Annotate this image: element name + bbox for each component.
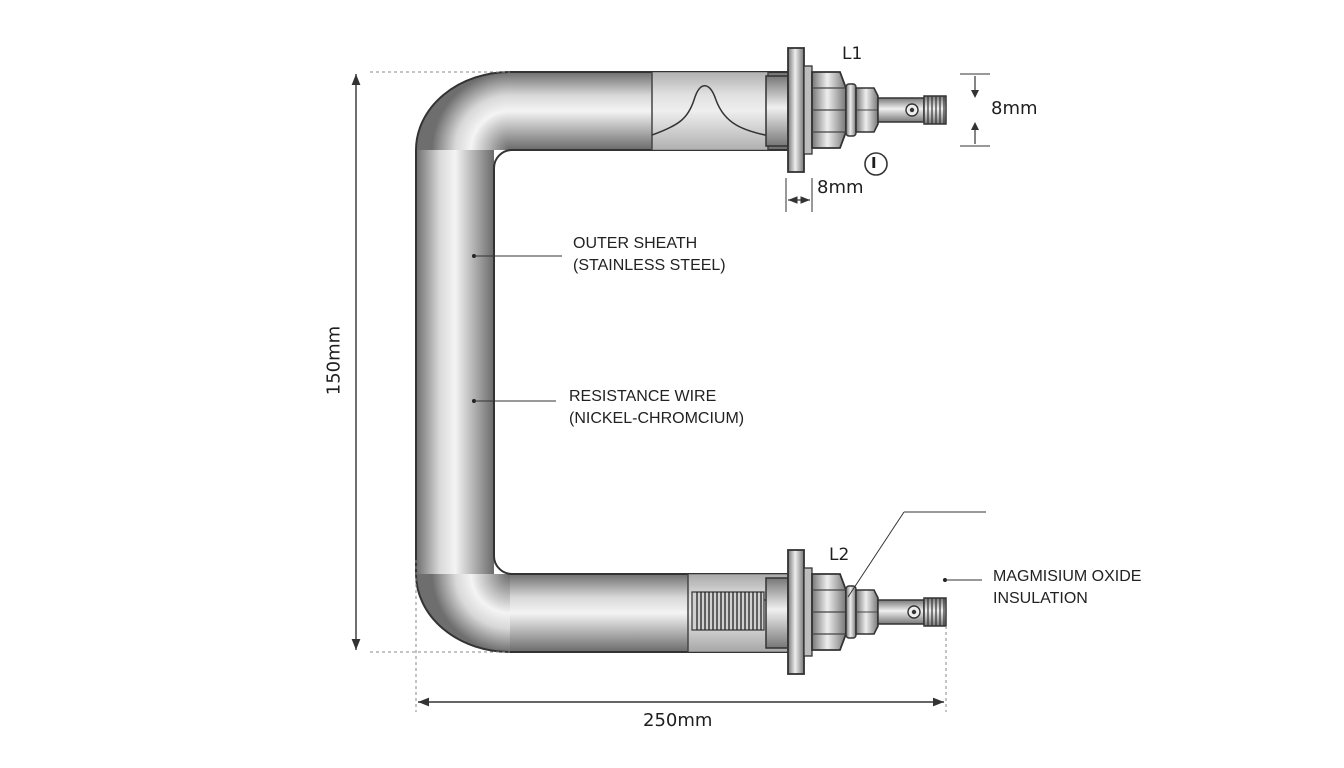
- outer-sheath-label: OUTER SHEATH (STAINLESS STEEL): [573, 233, 726, 277]
- resistance-wire-label: RESISTANCE WIRE (NICKEL-CHROMCIUM): [569, 386, 744, 430]
- thread-top: [923, 95, 947, 125]
- wire-strand: [651, 85, 783, 139]
- resistance-wire-label-line1: RESISTANCE WIRE: [569, 388, 717, 405]
- outer-sheath-label-line1: OUTER SHEATH: [573, 235, 698, 252]
- terminal-bottom-fitting: [765, 549, 947, 675]
- terminal-marker-text: I: [871, 154, 877, 172]
- tube-bottom-corner: [416, 574, 510, 652]
- insulation-label: MAGMISIUM OXIDE INSULATION: [993, 566, 1141, 610]
- flange-top: [787, 47, 805, 173]
- tube-top-corner: [416, 72, 510, 150]
- insulation-label-line2: INSULATION: [993, 590, 1088, 607]
- tube-outline-outer: [415, 71, 788, 653]
- width-dimension: 250mm: [643, 710, 713, 731]
- thread-bottom: [923, 597, 947, 627]
- outer-sheath-label-line2: (STAINLESS STEEL): [573, 257, 726, 274]
- thread-diameter-dimension: 8mm: [991, 98, 1038, 119]
- terminal-top-fitting: [765, 47, 947, 176]
- height-dimension: 150mm: [323, 325, 345, 396]
- terminal-label-top: L1: [842, 44, 863, 64]
- tube-outline-inner: [493, 149, 788, 575]
- insulation-label-line1: MAGMISIUM OXIDE: [993, 568, 1142, 585]
- terminal-label-bottom: L2: [829, 545, 850, 565]
- resistance-wire-label-line2: (NICKEL-CHROMCIUM): [569, 410, 745, 427]
- top-cutaway: [651, 72, 783, 150]
- leader-lines: [472, 254, 986, 598]
- flange-gap-dimension: 8mm: [817, 177, 864, 198]
- sheath-tube: [415, 71, 788, 653]
- dimension-lines: [351, 71, 990, 712]
- tube-vertical: [416, 150, 494, 574]
- flange-bottom: [787, 549, 805, 675]
- marker-circle: [864, 152, 888, 176]
